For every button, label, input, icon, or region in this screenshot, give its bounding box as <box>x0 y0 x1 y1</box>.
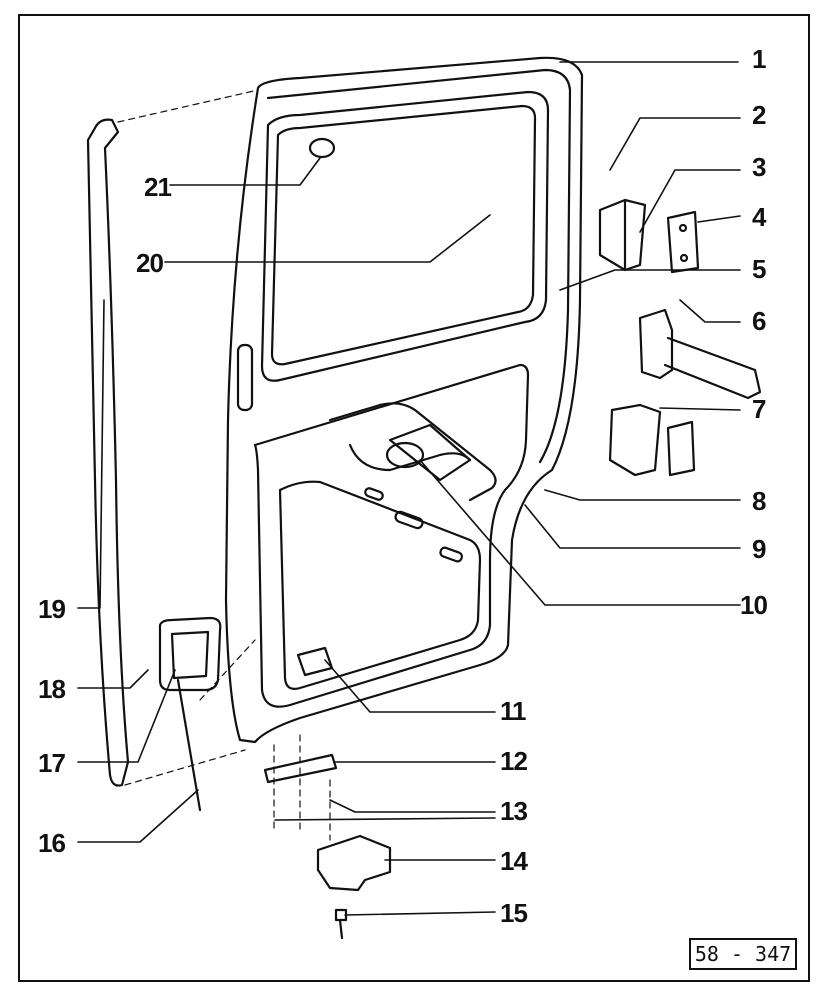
callout-5: 5 <box>752 254 767 284</box>
callout-10: 10 <box>740 590 768 620</box>
plate-upper <box>666 210 700 274</box>
callout-9: 9 <box>752 534 767 564</box>
callout-2: 2 <box>752 100 767 130</box>
bracket-14 <box>316 834 392 892</box>
window-opening <box>260 90 550 382</box>
callout-12: 12 <box>500 746 528 776</box>
strip-12 <box>263 753 338 784</box>
inner-panel <box>253 363 530 708</box>
callout-3: 3 <box>752 152 767 182</box>
callout-18: 18 <box>38 674 66 704</box>
callout-6: 6 <box>752 306 767 336</box>
check-strap <box>638 308 674 380</box>
callout-16: 16 <box>38 828 66 858</box>
callout-11: 11 <box>500 696 526 726</box>
door-shell <box>224 56 584 744</box>
callout-20: 20 <box>136 248 164 278</box>
callout-21: 21 <box>144 172 172 202</box>
callout-19: 19 <box>38 594 66 624</box>
callout-14: 14 <box>500 846 528 876</box>
callout-4: 4 <box>752 202 767 232</box>
handle-recess <box>158 616 222 692</box>
callout-8: 8 <box>752 486 767 516</box>
weatherstrip <box>86 118 130 787</box>
upper-hinge <box>598 198 647 272</box>
reference-number: 58 - 347 <box>689 938 797 970</box>
callout-13: 13 <box>500 796 528 826</box>
callout-7: 7 <box>752 394 767 424</box>
callout-1: 1 <box>752 44 767 74</box>
window-regulator <box>328 402 497 502</box>
lower-hinge <box>608 403 662 477</box>
diagram-frame <box>18 14 810 982</box>
callout-17: 17 <box>38 748 66 778</box>
callout-15: 15 <box>500 898 528 928</box>
